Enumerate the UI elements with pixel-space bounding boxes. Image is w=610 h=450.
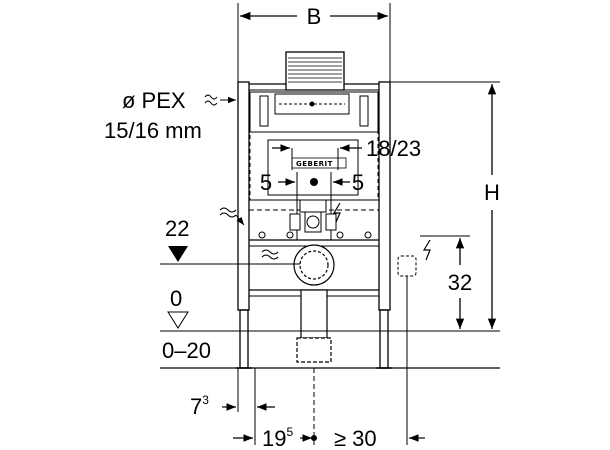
offset-19-label: 195 <box>262 425 293 450</box>
electric-bolt-icon <box>332 202 341 223</box>
right-offset-label: 5 <box>352 170 364 195</box>
drain-pipe <box>293 244 335 363</box>
left-offset-label: 5 <box>260 170 272 195</box>
height-dimension: H <box>390 81 500 329</box>
valve-assembly <box>258 199 372 239</box>
pex-label: ø PEX <box>122 88 186 113</box>
offset-7-label: 73 <box>190 393 209 419</box>
flush-dimension: 18/23 <box>272 136 421 170</box>
floor-triangle-icon <box>167 311 189 329</box>
socket-bolt-icon <box>422 239 431 261</box>
min-30-label: ≥ 30 <box>334 426 377 450</box>
pex-wave-icon <box>204 94 236 106</box>
floor-level-label: 0 <box>170 286 182 311</box>
svg-text:GEBERIT: GEBERIT <box>296 160 333 168</box>
socket-height-label: 32 <box>448 270 472 295</box>
socket-height-dim: 32 <box>420 235 472 329</box>
pex-note: ø PEX 15/16 mm <box>104 88 236 143</box>
height-label: H <box>484 180 500 205</box>
level-triangle-icon <box>168 246 188 262</box>
floor-level: 0 0–20 <box>160 286 500 369</box>
electrical-socket <box>397 239 431 440</box>
floor-range-label: 0–20 <box>162 338 211 363</box>
water-wave-icon <box>219 207 279 260</box>
cistern-body <box>249 91 379 201</box>
inlet-height-label: 22 <box>165 216 189 241</box>
bottom-dimensions: 73 195 ≥ 30 <box>190 368 425 450</box>
width-label: B <box>307 4 322 29</box>
flush-dim-label: 18/23 <box>366 136 421 161</box>
width-dimension: B <box>237 3 391 82</box>
center-offsets: 5 5 <box>260 170 364 240</box>
pex-size: 15/16 mm <box>104 118 202 143</box>
inlet-level: 22 <box>160 216 300 265</box>
actuator-plate <box>285 51 345 91</box>
